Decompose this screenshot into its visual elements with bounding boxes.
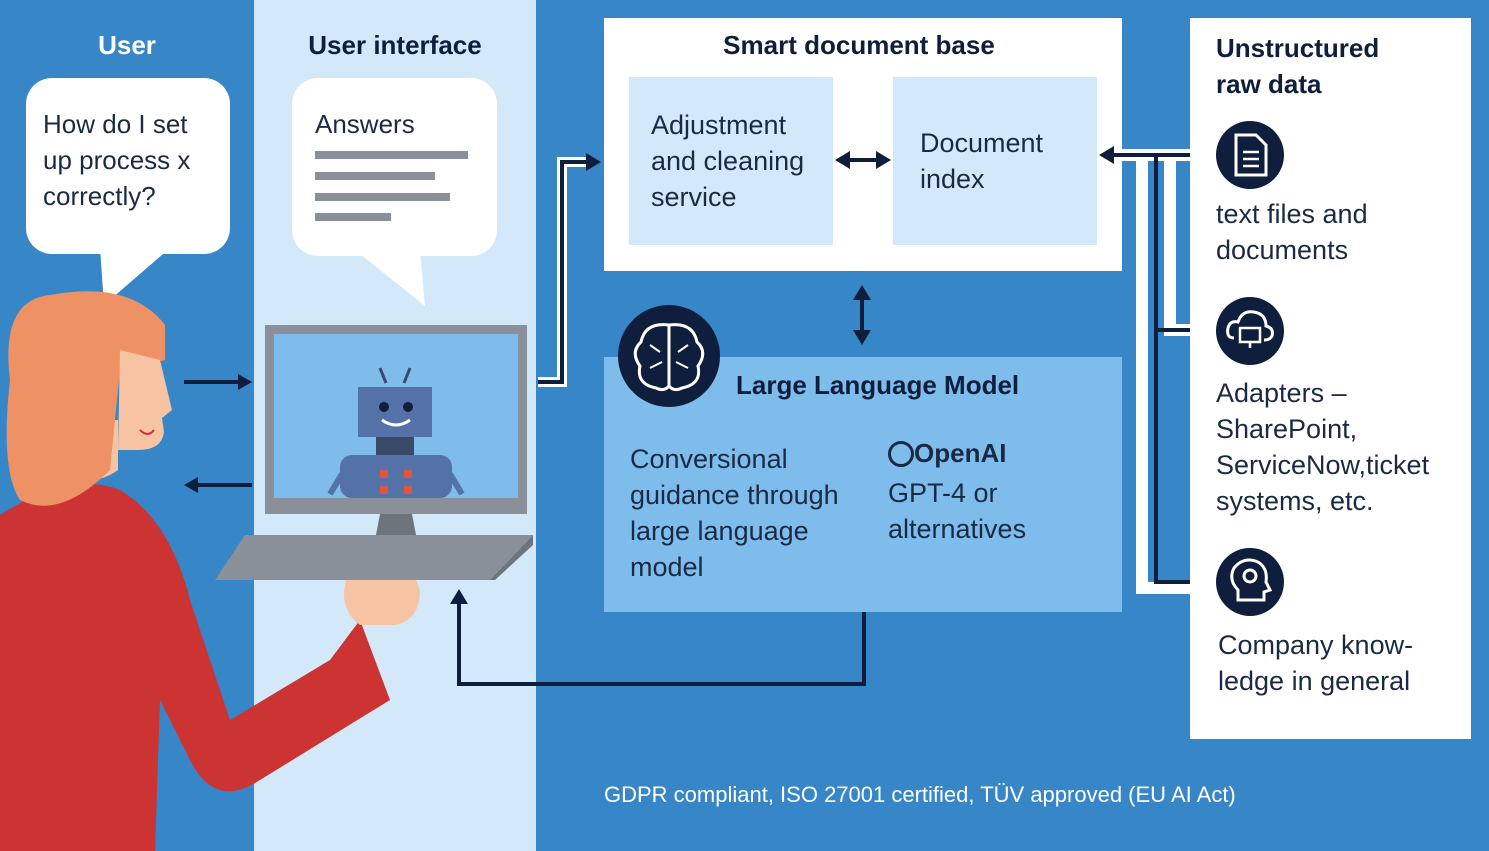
answer-line-3 bbox=[315, 193, 450, 201]
user-question: How do I set up process x correctly? bbox=[43, 109, 191, 211]
raw-data-item-text-files: text files and documents bbox=[1216, 199, 1368, 265]
llm-model: GPT-4 or alternatives bbox=[888, 478, 1027, 544]
head-gear-icon bbox=[1216, 548, 1284, 616]
adjustment-service-label: Adjustment and cleaning service bbox=[651, 110, 805, 212]
answers-label: Answers bbox=[315, 109, 415, 139]
user-speech-bubble bbox=[26, 78, 230, 305]
openai-icon bbox=[888, 441, 914, 467]
openai-logo: OpenAI bbox=[888, 438, 1006, 469]
adjust-index-arrow bbox=[835, 151, 891, 169]
llm-to-ui-connector bbox=[450, 589, 866, 686]
raw-data-item-adapters: Adapters – SharePoint, ServiceNow,ticket… bbox=[1216, 378, 1430, 516]
answer-line-4 bbox=[315, 213, 391, 221]
cloud-monitor-icon bbox=[1216, 297, 1284, 365]
llm-description: Conversional guidance through large lang… bbox=[630, 444, 839, 582]
document-index-label: Document index bbox=[920, 128, 1044, 194]
ui-to-docbase-connector bbox=[538, 153, 601, 387]
answer-speech-bubble bbox=[292, 78, 497, 306]
user-to-ui-arrows bbox=[184, 374, 252, 493]
document-index-box bbox=[893, 77, 1097, 245]
llm-title: Large Language Model bbox=[736, 370, 1020, 400]
brain-icon bbox=[618, 305, 720, 407]
document-icon bbox=[1216, 121, 1284, 189]
adjustment-service-box bbox=[629, 77, 833, 245]
answer-line-2 bbox=[315, 172, 435, 180]
raw-data-title: Unstructured raw data bbox=[1216, 33, 1380, 99]
ui-column-title: User interface bbox=[308, 30, 482, 60]
docbase-llm-arrow bbox=[853, 285, 871, 345]
robot-avatar bbox=[327, 367, 465, 498]
openai-wordmark: OpenAI bbox=[914, 438, 1007, 468]
raw-data-item-company-knowledge: Company know-ledge in general bbox=[1218, 630, 1414, 696]
answer-line-1 bbox=[315, 151, 468, 159]
smart-document-base-title: Smart document base bbox=[723, 30, 995, 60]
user-column-title: User bbox=[98, 30, 156, 60]
compliance-footer: GDPR compliant, ISO 27001 certified, TÜV… bbox=[604, 782, 1236, 807]
